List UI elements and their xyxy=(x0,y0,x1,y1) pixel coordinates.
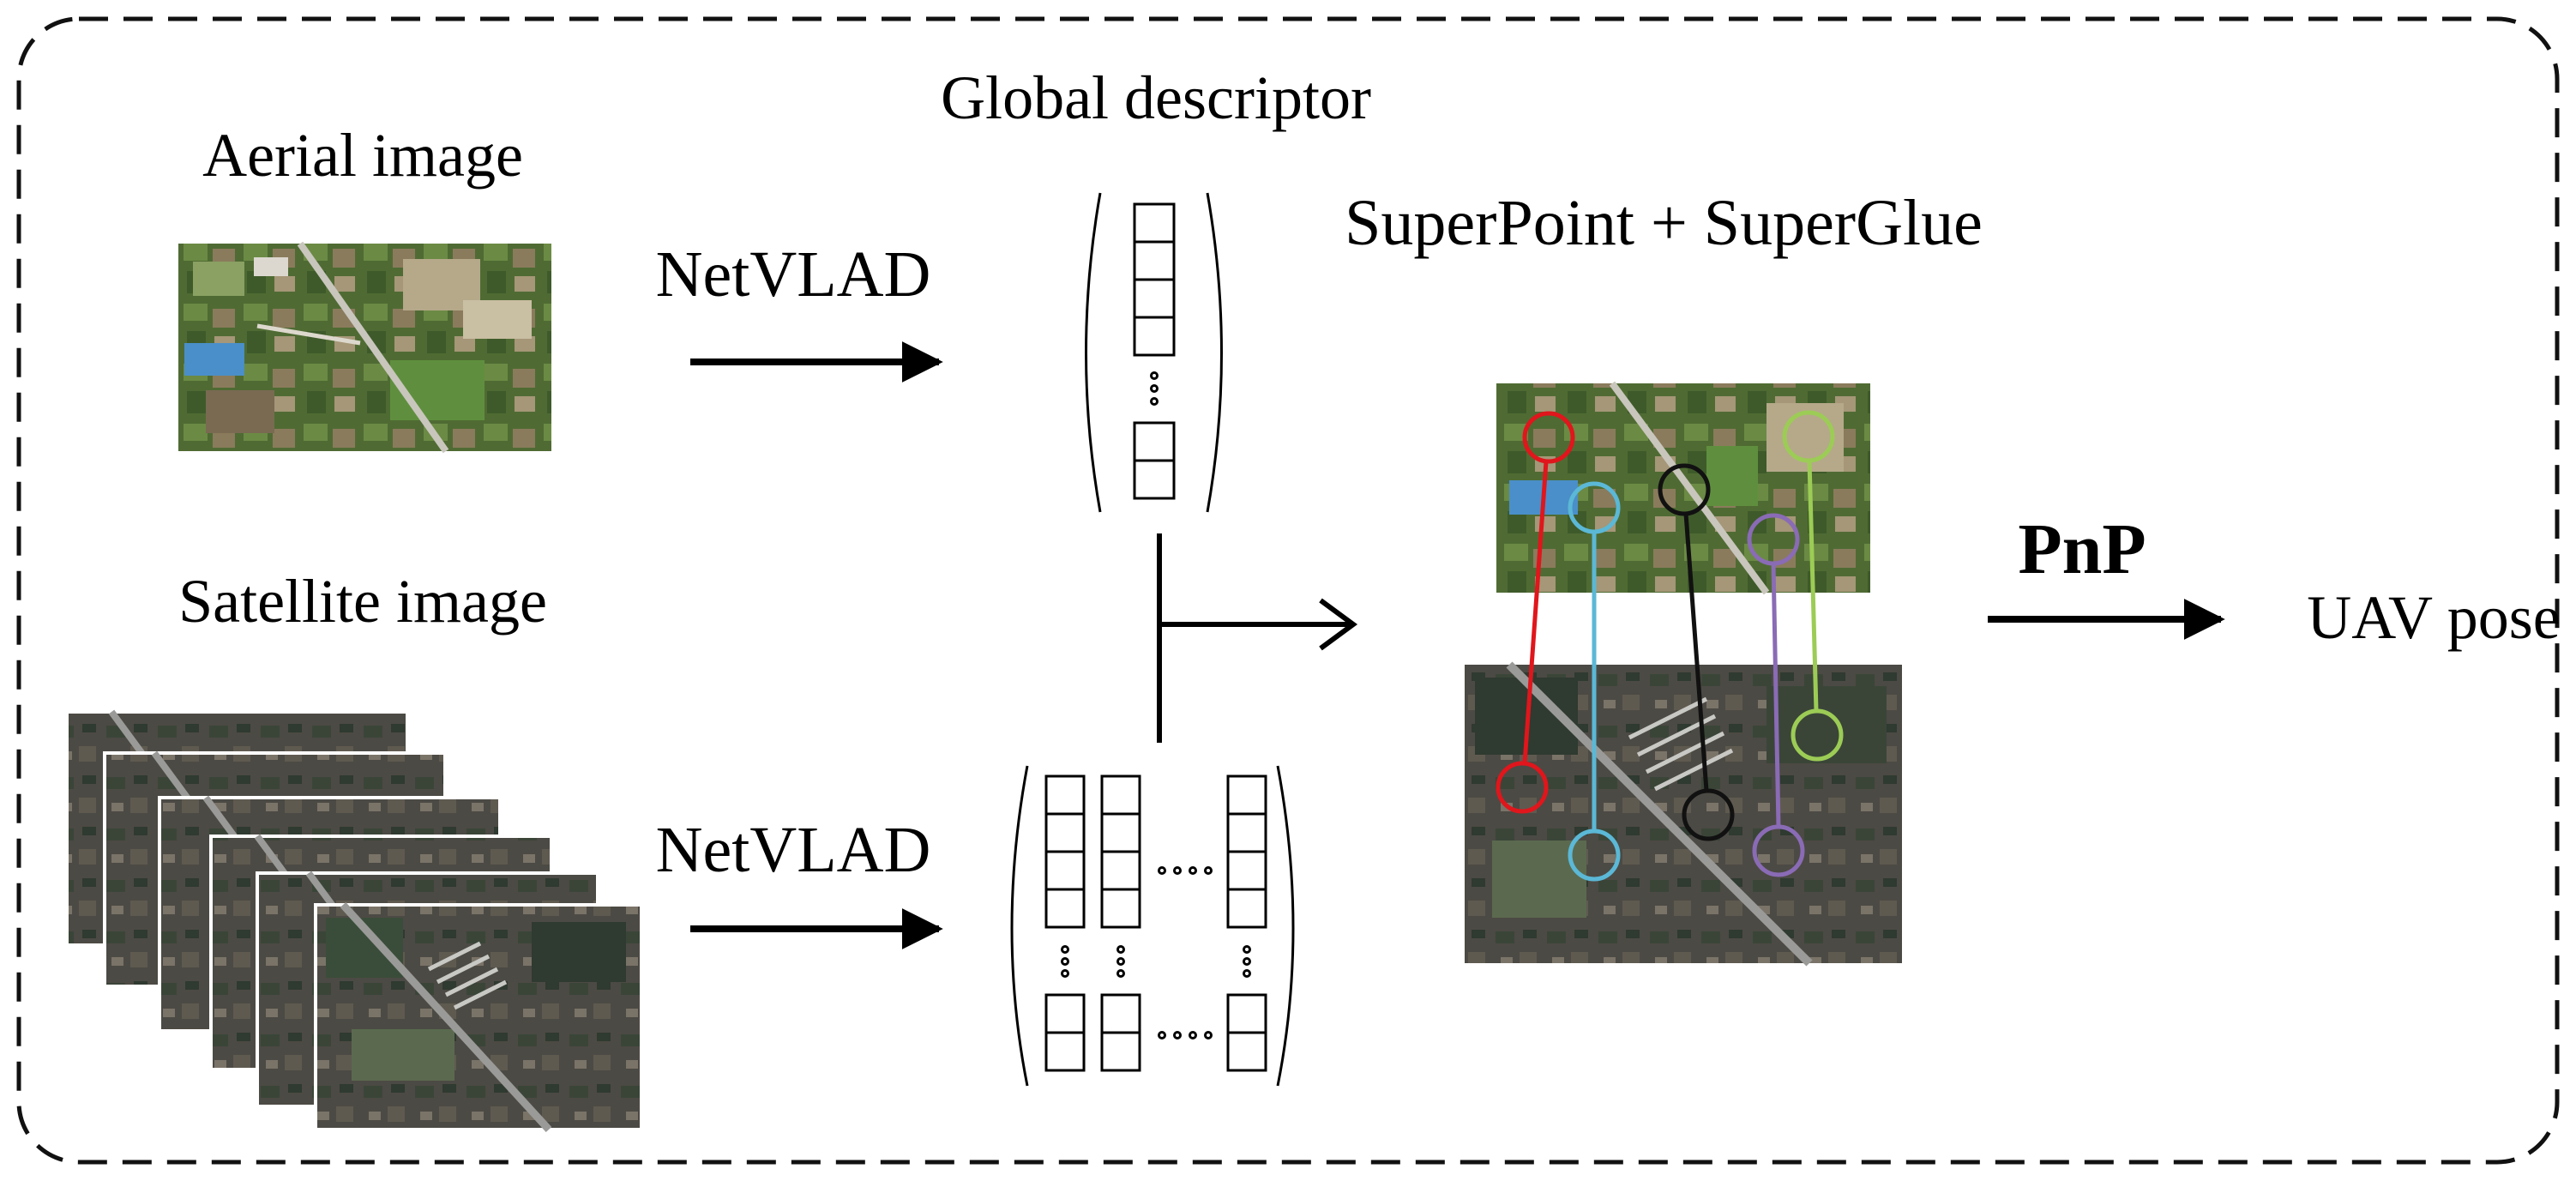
satellite-image-stack xyxy=(65,709,643,1133)
global-descriptor-label: Global descriptor xyxy=(941,63,1371,132)
match-cyan xyxy=(1568,481,1621,882)
match-green xyxy=(1782,410,1844,762)
netvlad-top-label: NetVLAD xyxy=(656,238,931,310)
matrix-column-2 xyxy=(1100,774,1141,1072)
match-red xyxy=(1496,411,1575,814)
global-descriptor-vector xyxy=(1085,192,1223,513)
retrieval-connector xyxy=(1157,533,1358,743)
superpoint-superglue-label: SuperPoint + SuperGlue xyxy=(1345,187,1983,259)
netvlad-bottom-label: NetVLAD xyxy=(656,814,931,886)
satellite-tile-6 xyxy=(314,901,643,1133)
uav-pose-label: UAV pose xyxy=(2307,583,2560,652)
descriptor-matrix xyxy=(1010,765,1295,1087)
feature-matches xyxy=(1496,410,1844,882)
pnp-label: PnP xyxy=(2018,509,2146,589)
matrix-horizontal-ellipsis-top xyxy=(1158,866,1213,875)
matrix-right-bracket xyxy=(1276,765,1295,1087)
match-purple xyxy=(1747,513,1805,877)
aerial-image-label: Aerial image xyxy=(202,121,523,190)
match-black xyxy=(1658,463,1735,841)
outer-dashed-frame xyxy=(16,16,2560,1165)
matrix-left-bracket xyxy=(1010,765,1029,1087)
matrix-horizontal-ellipsis-bottom xyxy=(1158,1031,1213,1039)
vector-vertical-ellipsis xyxy=(1150,371,1159,406)
aerial-image-thumbnail xyxy=(178,241,551,454)
vector-right-bracket xyxy=(1206,192,1223,513)
vector-left-bracket xyxy=(1085,192,1102,513)
matrix-column-last xyxy=(1226,774,1267,1072)
matched-aerial-image xyxy=(1496,381,1870,595)
matrix-column-1 xyxy=(1044,774,1086,1072)
satellite-image-label: Satellite image xyxy=(178,567,547,636)
greenhouse-rows xyxy=(427,941,508,1010)
